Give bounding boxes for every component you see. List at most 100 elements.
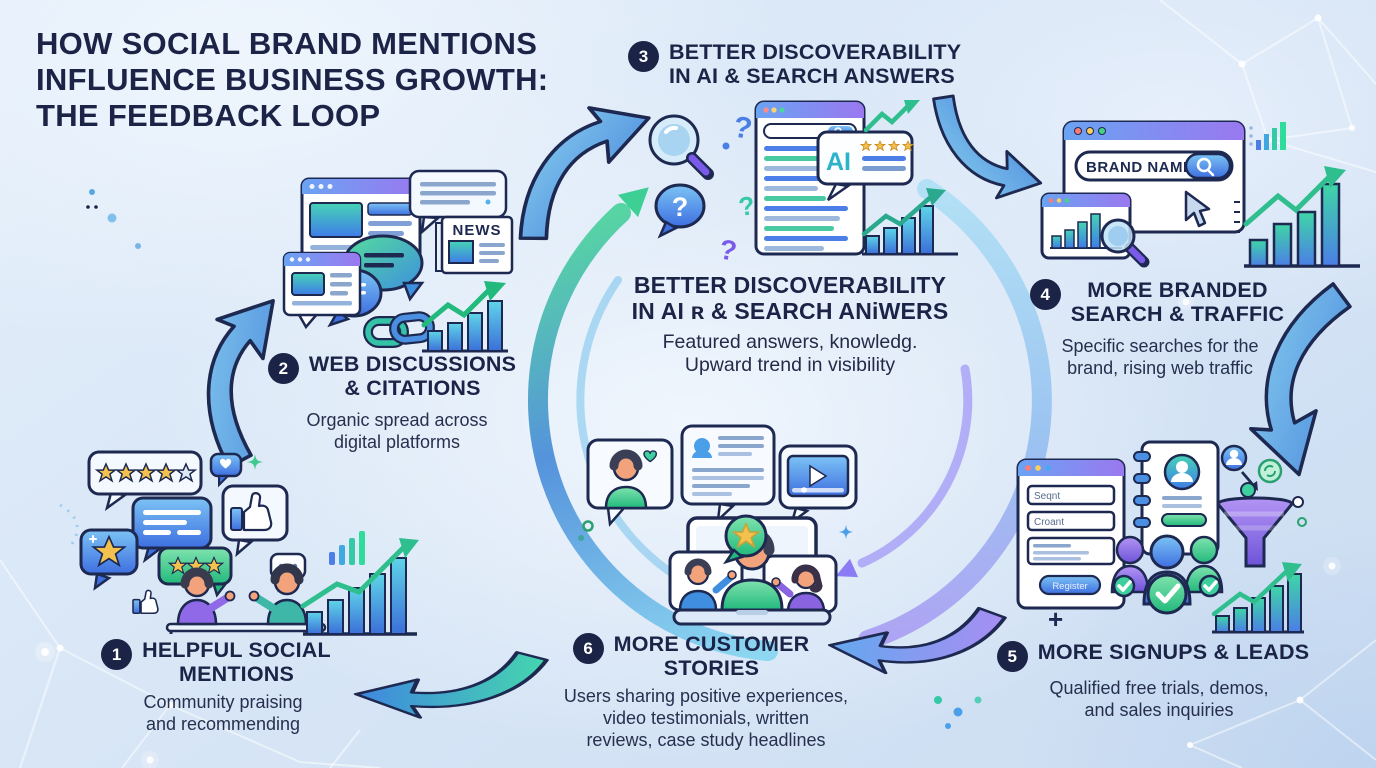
person-woman-icon [176, 567, 236, 626]
step6-subtitle-line: Users sharing positive experiences, [563, 686, 849, 706]
dot-decor-icon [582, 520, 594, 532]
search-icon [1196, 157, 1212, 173]
text-bubble-icon [131, 496, 213, 564]
center-caption-title: BETTER DISCOVERABILITY IN AI ʀ & SEARCH … [592, 272, 988, 325]
step6-title: MORE CUSTOMER STORIES [614, 632, 810, 681]
loop-arc-right-inner [857, 364, 973, 568]
question-mark-icon: ? [731, 110, 755, 146]
center-title-line: IN AI ʀ & SEARCH ANiWERS [631, 298, 949, 325]
lead-avatar-arrow-icon [1220, 444, 1258, 491]
step1-header: 1 HELPFUL SOCIAL MENTIONS [85, 638, 347, 687]
step3-title: BETTER DISCOVERABILITY IN AI & SEARCH AN… [669, 40, 961, 89]
check-icon [1203, 580, 1218, 592]
step4-subtitle-line: Specific searches for the [1061, 336, 1259, 356]
news-label: NEWS [453, 222, 502, 239]
title-line: HOW SOCIAL BRAND MENTIONS [36, 26, 538, 61]
growth-bar-chart-icon [300, 538, 419, 636]
step5-title: MORE SIGNUPS & LEADS [1038, 640, 1310, 664]
step6-subtitle-line: video testimonials, written [602, 707, 810, 728]
dot-decor-icon [578, 535, 584, 541]
step6-number-badge: 6 [572, 633, 604, 664]
step4-number-badge: 4 [1029, 279, 1061, 310]
title-line: THE FEEDBACK LOOP [36, 97, 381, 133]
step5-header: 5 MORE SIGNUPS & LEADS [988, 640, 1318, 672]
step2-subtitle-line: Organic spread across [306, 410, 488, 430]
step6-title-line: MORE CUSTOMER [613, 632, 810, 656]
step3-number-badge: 3 [628, 41, 659, 72]
ai-answer-bubble-icon: AI [816, 130, 914, 202]
play-icon [809, 464, 828, 488]
axis-ticks-icon [1234, 201, 1240, 233]
step2-header: 2 WEB DISCUSSIONS & CITATIONS [258, 352, 526, 401]
step1-subtitle: Community praising and recommending [105, 692, 341, 736]
contact-book-icon [1133, 440, 1220, 556]
sparkline-bars-icon [329, 531, 365, 565]
step2-subtitle-line: digital platforms [333, 431, 461, 452]
step3-header: 3 BETTER DISCOVERABILITY IN AI & SEARCH … [628, 40, 988, 89]
discoverability-illustration: ? ? ? ? [648, 100, 958, 267]
center-subtitle-line: Featured answers, knowledg. [662, 330, 918, 353]
loop-arc-left [527, 203, 778, 661]
step1-title-line: MENTIONS [178, 662, 295, 687]
title-line: INFLUENCE BUSINESS GROWTH: [36, 61, 549, 97]
loop-arrowhead-green-icon [617, 187, 649, 218]
brand-name-query-label: BRAND NAME [1086, 159, 1194, 176]
form-field-text: Seqnt [1034, 491, 1060, 502]
web-discussions-illustration: NEWS [282, 169, 514, 353]
social-mentions-illustration [79, 450, 419, 636]
person-man-icon [248, 563, 308, 626]
qualified-leads-group-icon [1110, 534, 1224, 615]
signup-form-window-icon: Seqnt Croant Register [1016, 458, 1126, 610]
step5-number-badge: 5 [996, 641, 1028, 672]
star-bubble-icon [79, 528, 139, 591]
question-dot-icon [722, 142, 730, 150]
growth-bar-chart-icon [861, 188, 958, 256]
step6-subtitle-line: reviews, case study headlines [586, 729, 826, 750]
branded-search-illustration: BRAND NAME [1040, 120, 1360, 268]
question-bubble-icon: ? [654, 183, 706, 239]
funnel-icon [1216, 458, 1307, 568]
step4-subtitle: Specific searches for the brand, rising … [1032, 336, 1288, 380]
center-caption: BETTER DISCOVERABILITY IN AI ʀ & SEARCH … [592, 272, 988, 378]
step3-title-line: IN AI & SEARCH ANSWERS [669, 64, 955, 89]
center-title-line: BETTER DISCOVERABILITY [633, 272, 947, 298]
center-subtitle-line: Upward trend in visibility [684, 354, 896, 377]
step4-header: 4 MORE BRANDED SEARCH & TRAFFIC [1026, 278, 1288, 327]
check-icon [1155, 583, 1181, 604]
people-talking-icon [165, 563, 327, 634]
testimonial-bubble-text-icon [680, 424, 776, 524]
step1-number-badge: 1 [101, 639, 133, 670]
step6-title-line: STORIES [663, 656, 760, 681]
step2-subtitle: Organic spread across digital platforms [278, 410, 516, 454]
step2-number-badge: 2 [267, 353, 299, 384]
step1-title: HELPFUL SOCIAL MENTIONS [142, 638, 331, 687]
step4-subtitle-line: brand, rising web traffic [1067, 357, 1253, 378]
trend-zigzag-icon [863, 100, 920, 133]
magnifier-icon [648, 114, 714, 180]
step6-subtitle: Users sharing positive experiences, vide… [548, 686, 864, 752]
star-reaction-bubble-icon [722, 514, 768, 565]
step5-subtitle: Qualified free trials, demos, and sales … [1018, 678, 1300, 722]
question-mark-icon: ? [737, 190, 757, 222]
question-mark-icon: ? [717, 233, 739, 267]
cursor-icon [1184, 190, 1211, 228]
link-chain-icon [363, 311, 435, 348]
magnifier-icon [1100, 218, 1150, 268]
thumbs-up-small-icon [132, 589, 159, 615]
step4-title-line: SEARCH & TRAFFIC [1070, 302, 1285, 327]
sparkle-icon [247, 454, 263, 470]
comment-bubble-icon [408, 169, 508, 236]
page-title: HOW SOCIAL BRAND MENTIONS INFLUENCE BUSI… [36, 26, 626, 134]
testimonial-bubble-man-icon [586, 438, 674, 527]
growth-bar-chart-icon [421, 281, 508, 353]
heart-bubble-icon [209, 452, 243, 488]
loop-arrowhead-purple-icon [835, 558, 859, 578]
step1-title-line: HELPFUL SOCIAL [142, 638, 331, 662]
check-icon [1117, 580, 1132, 592]
step2-title: WEB DISCUSSIONS & CITATIONS [309, 352, 516, 401]
step2-title-line: WEB DISCUSSIONS [308, 352, 517, 376]
browser-reply-window-icon [282, 251, 362, 330]
step1-subtitle-line: and recommending [145, 713, 301, 734]
customer-stories-illustration [578, 424, 858, 626]
